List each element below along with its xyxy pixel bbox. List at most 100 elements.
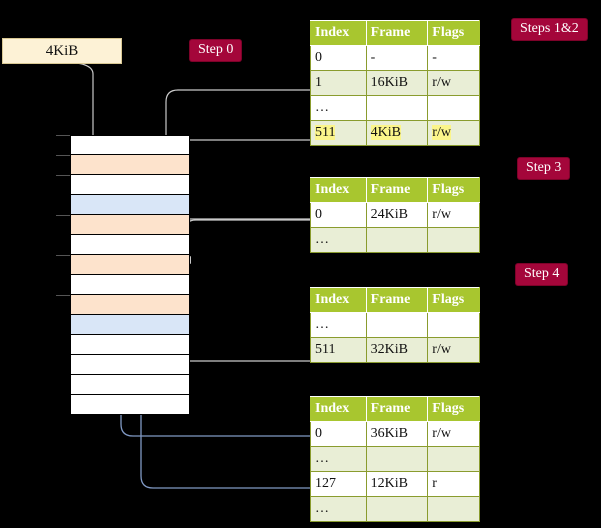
cell-frame: 32KiB [365,337,429,363]
memory-tick-mark [56,135,70,136]
cell-frame [365,95,429,121]
cell-text: … [315,232,329,247]
table-row: … [310,312,480,338]
memory-frame-row [70,315,190,335]
memory-frame-row [70,135,190,155]
cell-frame [365,446,429,472]
cell-index: 127 [310,471,367,497]
cell-index: … [310,312,367,338]
cell-text: 4KiB [370,125,401,140]
cell-index: 511 [310,120,367,146]
table-row: 0 36KiB r/w [310,421,480,447]
memory-frame-row [70,395,190,415]
cell-frame: 4KiB [365,120,429,146]
cell-text: 1 [315,75,322,90]
cell-flags [427,312,480,338]
memory-tick-mark [56,295,70,296]
table-row: 127 12KiB r [310,471,480,497]
memory-frame-row [70,235,190,255]
cell-text: 0 [315,50,322,65]
cell-index: 1 [310,70,367,96]
cell-frame: 24KiB [365,202,429,228]
cell-text: r/w [432,342,451,357]
cell-text: 24KiB [370,207,408,222]
cell-flags: r/w [427,120,480,146]
page-size-label: 4KiB [45,42,79,59]
cell-flags: - [427,45,480,71]
cell-flags: r/w [427,202,480,228]
table-row: 511 4KiB r/w [310,120,480,146]
cell-text: 0 [315,207,322,222]
table-row: 0 - - [310,45,480,71]
column-header-frame: Frame [365,177,429,203]
table-row: … [310,95,480,121]
column-header-index: Index [310,20,367,46]
cell-text: 511 [315,342,336,357]
column-header-index: Index [310,287,367,313]
column-header-flags: Flags [427,177,480,203]
cell-frame: 16KiB [365,70,429,96]
cell-text: 0 [315,426,322,441]
cell-text: 127 [315,476,336,491]
cell-text: r/w [432,125,451,140]
memory-tick-mark [56,215,70,216]
cell-flags: r/w [427,70,480,96]
memory-frame-row [70,175,190,195]
table-row: 0 24KiB r/w [310,202,480,228]
badge-step-4: Step 4 [516,264,568,285]
memory-frame-row [70,195,190,215]
column-header-flags: Flags [427,287,480,313]
cell-text: 511 [315,125,336,140]
cell-index: 0 [310,421,367,447]
cell-index: … [310,496,367,522]
table-row: … [310,227,480,253]
cell-text: r/w [432,75,451,90]
badge-step-0: Step 0 [190,40,242,61]
cell-frame: 36KiB [365,421,429,447]
badge-step-3: Step 3 [518,158,570,179]
column-header-frame: Frame [365,396,429,422]
memory-frame-row [70,215,190,235]
cell-text: … [315,100,329,115]
memory-tick-mark [56,155,70,156]
cell-text: - [370,50,376,65]
cell-text: 16KiB [370,75,408,90]
table-row: … [310,496,480,522]
cell-text: - [432,50,437,65]
cell-index: … [310,446,367,472]
cell-text: r [432,476,437,491]
cell-index: 0 [310,45,367,71]
cell-frame [365,312,429,338]
memory-tick-mark [56,255,70,256]
cell-index: 0 [310,202,367,228]
cell-text: r/w [432,207,451,222]
memory-frame-row [70,355,190,375]
cell-flags [427,446,480,472]
cell-flags: r/w [427,337,480,363]
cell-flags: r/w [427,421,480,447]
cell-text: 36KiB [370,426,408,441]
cell-index: … [310,95,367,121]
cell-frame: - [365,45,429,71]
column-header-flags: Flags [427,20,480,46]
cell-flags: r [427,471,480,497]
column-header-index: Index [310,177,367,203]
cell-frame [365,496,429,522]
table-row: 511 32KiB r/w [310,337,480,363]
memory-frame-row [70,375,190,395]
table-row: 1 16KiB r/w [310,70,480,96]
cell-text: 12KiB [370,476,408,491]
column-header-flags: Flags [427,396,480,422]
column-header-frame: Frame [365,287,429,313]
cell-text: 32KiB [370,342,408,357]
table-row: … [310,446,480,472]
memory-tick-mark [56,175,70,176]
cell-text: … [315,317,329,332]
cell-text: r/w [432,426,451,441]
cell-flags [427,95,480,121]
memory-frame-row [70,275,190,295]
